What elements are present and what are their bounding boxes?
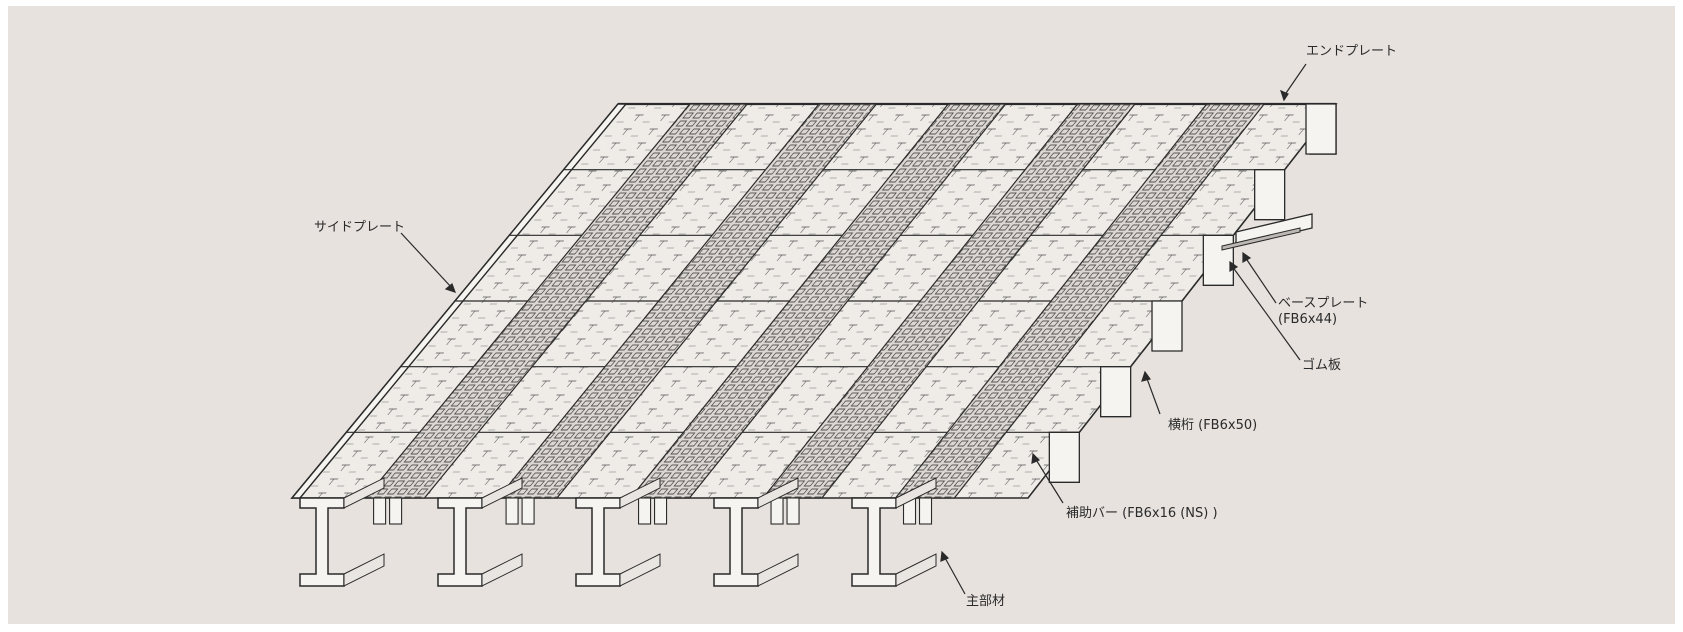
i-beam	[299, 477, 385, 587]
reinforcing-bar-end	[786, 497, 800, 525]
i-beam-section	[851, 497, 897, 587]
cross-beam-end	[1254, 169, 1286, 221]
cross-beam-end	[1305, 103, 1337, 155]
cross-beam-end	[1202, 234, 1234, 286]
main-member-beams	[299, 477, 937, 587]
base-plate-spec: (FB6x44)	[1278, 312, 1338, 328]
i-beam-flange-side	[895, 477, 937, 509]
i-beam-section	[437, 497, 483, 587]
main-member-leader	[943, 555, 966, 595]
i-beam-flange-side	[343, 477, 385, 509]
i-beam	[851, 477, 937, 587]
reinforcing-bar-end	[373, 497, 387, 525]
cross-beam-end	[1151, 300, 1183, 352]
reinforcing-bar-end	[505, 497, 519, 525]
end-plate-leader	[1283, 63, 1307, 97]
reinforcing-bar-pattern	[763, 104, 1135, 498]
reinforcing-bar-end	[389, 497, 403, 525]
reinforcing-bar-pattern	[895, 104, 1265, 498]
cross-beam-label: 横桁 (FB6x50)	[1168, 418, 1258, 433]
reinforcing-bar-end	[770, 497, 784, 525]
cross-beam-end	[1048, 431, 1080, 483]
reinforcing-bar-pattern	[365, 104, 748, 498]
side-plate-leader	[400, 232, 453, 289]
base-plate-label: ベースプレート (FB6x44)	[1278, 296, 1368, 329]
i-beam-bottom-side	[481, 553, 523, 587]
cross-beam-leader	[1145, 375, 1161, 415]
i-beam-bottom-side	[757, 553, 799, 587]
i-beam-flange-side	[481, 477, 523, 509]
i-beam-flange-side	[757, 477, 799, 509]
i-beam-section	[299, 497, 345, 587]
reinforcing-bar-end	[521, 497, 535, 525]
i-beam	[713, 477, 799, 587]
cross-beam-end	[1100, 366, 1132, 418]
side-plate-label: サイドプレート	[314, 220, 406, 235]
reinforcing-bar-end	[654, 497, 668, 525]
cross-beam-ends	[1048, 103, 1337, 483]
end-plate-label: エンドプレート	[1306, 44, 1398, 59]
reinforcing-bar-pattern	[498, 104, 877, 498]
i-beam-bottom-side	[343, 553, 385, 587]
rubber-plate-label: ゴム板	[1302, 358, 1342, 373]
reinforcing-bar-pattern	[630, 104, 1006, 498]
main-member-label: 主部材	[966, 594, 1006, 609]
i-beam-bottom-side	[895, 553, 937, 587]
reinforcing-bar-bands	[364, 103, 1266, 525]
base-plate-leader	[1244, 256, 1277, 304]
reinforcing-bar-leader	[1034, 457, 1064, 504]
i-beam-section	[713, 497, 759, 587]
i-beam-flange-side	[619, 477, 661, 509]
i-beam-bottom-side	[619, 553, 661, 587]
i-beam	[437, 477, 523, 587]
base-plate-name: ベースプレート	[1278, 296, 1369, 311]
rubber-plate	[1221, 227, 1301, 251]
reinforcing-bar-label: 補助バー (FB6x16 (NS) )	[1066, 506, 1218, 521]
i-beam	[575, 477, 661, 587]
i-beam-section	[575, 497, 621, 587]
rubber-plate-leader	[1231, 265, 1301, 361]
reinforcing-bar-end	[918, 497, 933, 525]
reinforcing-bar-end	[638, 497, 652, 525]
